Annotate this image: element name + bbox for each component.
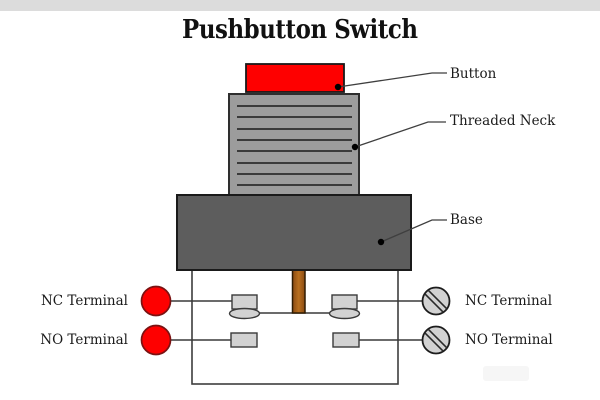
plunger-shape <box>291 269 306 314</box>
screw-head-circle <box>421 286 451 316</box>
leader-dot-base <box>377 238 385 246</box>
nc-contact-right <box>331 294 358 310</box>
screw-terminal-nc <box>421 286 451 316</box>
leader-line-base <box>380 219 447 243</box>
red-terminal-nc <box>140 285 172 317</box>
base-shape <box>176 194 412 271</box>
top-bar <box>0 0 600 11</box>
no-contact-left <box>230 332 258 348</box>
bridge-contact-right <box>328 307 361 320</box>
no-terminal-label-right: NO Terminal <box>465 332 553 348</box>
nc-terminal-label-left: NC Terminal <box>40 293 128 309</box>
leader-lines <box>337 72 447 243</box>
leader-line-threaded-neck <box>354 121 446 148</box>
leader-dot-threaded-neck <box>351 143 359 151</box>
bridge-contact-left <box>228 307 261 320</box>
screw-terminal-no <box>421 325 451 355</box>
nc-terminal-label-right: NC Terminal <box>465 293 553 309</box>
button-label: Button <box>450 66 497 82</box>
page-title: Pushbutton Switch <box>0 15 600 45</box>
threaded-neck-label: Threaded Neck <box>450 113 556 129</box>
watermark-artifact <box>483 366 529 381</box>
threaded-neck-shape <box>228 93 360 196</box>
no-terminal-label-left: NO Terminal <box>40 332 128 348</box>
no-contact-right <box>332 332 360 348</box>
red-terminal-no <box>140 324 172 356</box>
button-cap-shape <box>245 63 345 93</box>
nc-contact-left <box>231 294 258 310</box>
leader-dot-button <box>334 83 342 91</box>
base-label: Base <box>450 212 483 228</box>
page-title-text: Pushbutton Switch <box>182 15 418 45</box>
leader-line-button <box>337 72 447 88</box>
screw-head-circle <box>421 325 451 355</box>
thread-lines <box>237 105 352 186</box>
